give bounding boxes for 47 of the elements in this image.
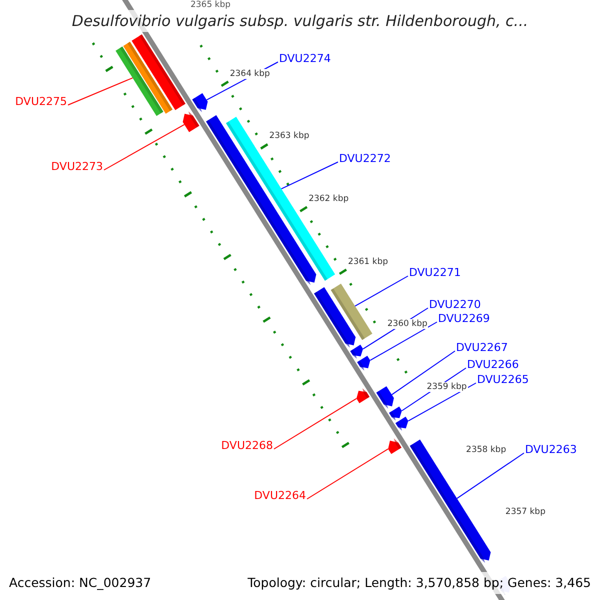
gene-label: DVU2264 xyxy=(254,489,306,502)
gene-label: DVU2272 xyxy=(339,152,391,165)
gene-bar xyxy=(357,356,370,371)
scale-label: 2360 kbp xyxy=(386,319,428,330)
gene-label: DVU2269 xyxy=(438,312,490,325)
gene-label: DVU2274 xyxy=(279,52,331,65)
gene-label: DVU2270 xyxy=(429,298,481,311)
genome-summary: Topology: circular; Length: 3,570,858 bp; Genes: 3,465 xyxy=(248,575,591,591)
scale-label: 2365 kbp xyxy=(189,0,232,10)
gene-label: DVU2271 xyxy=(409,266,461,279)
leader-line xyxy=(408,382,476,422)
gene-bar xyxy=(116,34,186,116)
scale-label: 2363 kbp xyxy=(268,131,310,142)
gene-bar xyxy=(356,388,370,404)
scale-label: 2359 kbp xyxy=(426,382,468,392)
scale-label: 2358 kbp xyxy=(465,444,508,455)
gene-bar xyxy=(182,111,200,132)
leader-line xyxy=(274,398,357,450)
gene-label: DVU2265 xyxy=(477,373,529,386)
gene-bar xyxy=(410,440,491,563)
scale-label: 2357 kbp xyxy=(504,507,546,518)
gene-bar xyxy=(376,386,394,409)
leader-line xyxy=(306,448,389,500)
gene-bar xyxy=(388,438,402,454)
gene-bar xyxy=(192,93,208,112)
scale-label: 2362 kbp xyxy=(308,194,350,204)
leader-line xyxy=(104,124,185,170)
gene-label: DVU2268 xyxy=(221,439,273,452)
scale-label: 2364 kbp xyxy=(228,68,271,79)
accession-text: Accession: NC_002937 xyxy=(9,575,152,591)
leader-line xyxy=(391,350,456,396)
leader-line xyxy=(280,162,338,190)
gene-label: DVU2275 xyxy=(15,95,67,108)
gene-bar xyxy=(314,284,372,348)
scale-label: 2361 kbp xyxy=(346,256,389,267)
leader-line xyxy=(370,322,438,361)
gene-label: DVU2273 xyxy=(51,160,103,173)
leader-line xyxy=(456,452,524,499)
gene-label: DVU2267 xyxy=(456,341,508,354)
leader-line xyxy=(68,77,134,106)
gene-label: DVU2266 xyxy=(467,358,519,371)
gene-bar xyxy=(206,115,336,286)
gene-bar xyxy=(395,416,408,431)
gene-label: DVU2263 xyxy=(525,443,577,456)
gene-bar xyxy=(350,344,364,359)
leader-line xyxy=(354,276,408,307)
gene-bar xyxy=(389,406,402,421)
